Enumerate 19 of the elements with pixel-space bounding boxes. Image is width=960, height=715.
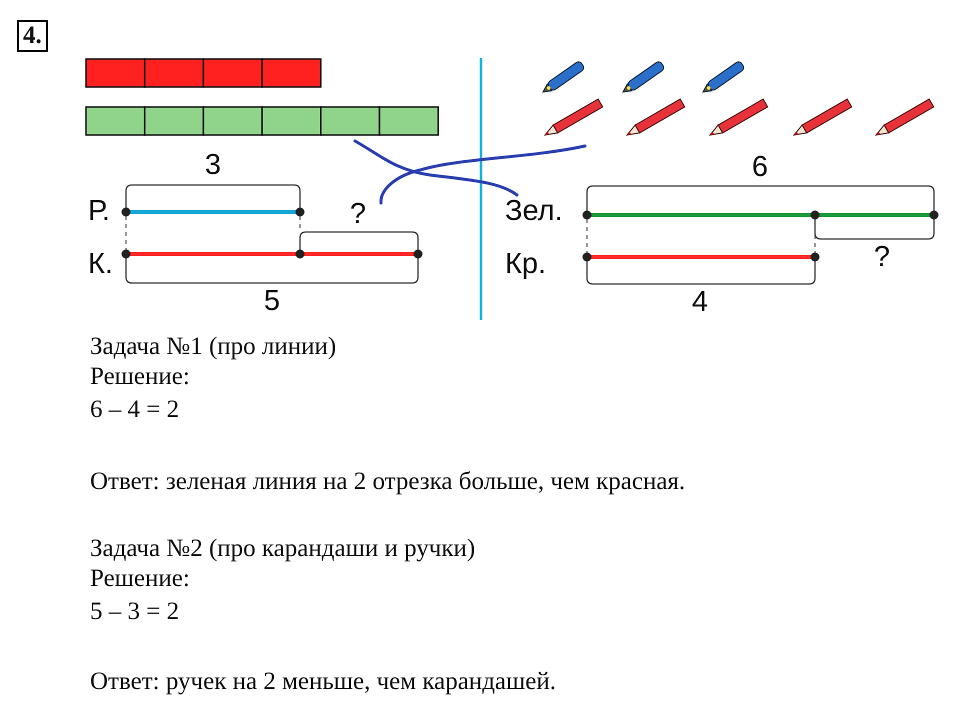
- solution-heading: Решение:: [90, 364, 190, 389]
- measure-label: 4: [692, 288, 708, 317]
- task-heading: Задача №2 (про карандаши и ручки): [90, 536, 476, 561]
- solution-heading: Решение:: [90, 566, 190, 591]
- measure-label: 3: [204, 151, 222, 180]
- answer-text: Ответ: ручек на 2 меньше, чем карандашей.: [90, 669, 556, 694]
- answer-text: Ответ: зеленая линия на 2 отрезка больше, чем красная.: [90, 469, 686, 494]
- equation: 6 – 4 = 2: [90, 397, 180, 422]
- unknown-mark: ?: [874, 243, 890, 272]
- row-label: Зел.: [505, 197, 563, 226]
- row-label: Кр.: [505, 250, 546, 279]
- measure-label: 5: [264, 287, 280, 316]
- task-heading: Задача №1 (про линии): [90, 334, 336, 359]
- row-label: Р.: [88, 197, 110, 226]
- unknown-mark: ?: [350, 200, 366, 229]
- task-number: 4.: [17, 20, 48, 52]
- equation: 5 – 3 = 2: [90, 599, 180, 624]
- measure-label: 6: [752, 153, 768, 182]
- row-label: К.: [88, 250, 113, 279]
